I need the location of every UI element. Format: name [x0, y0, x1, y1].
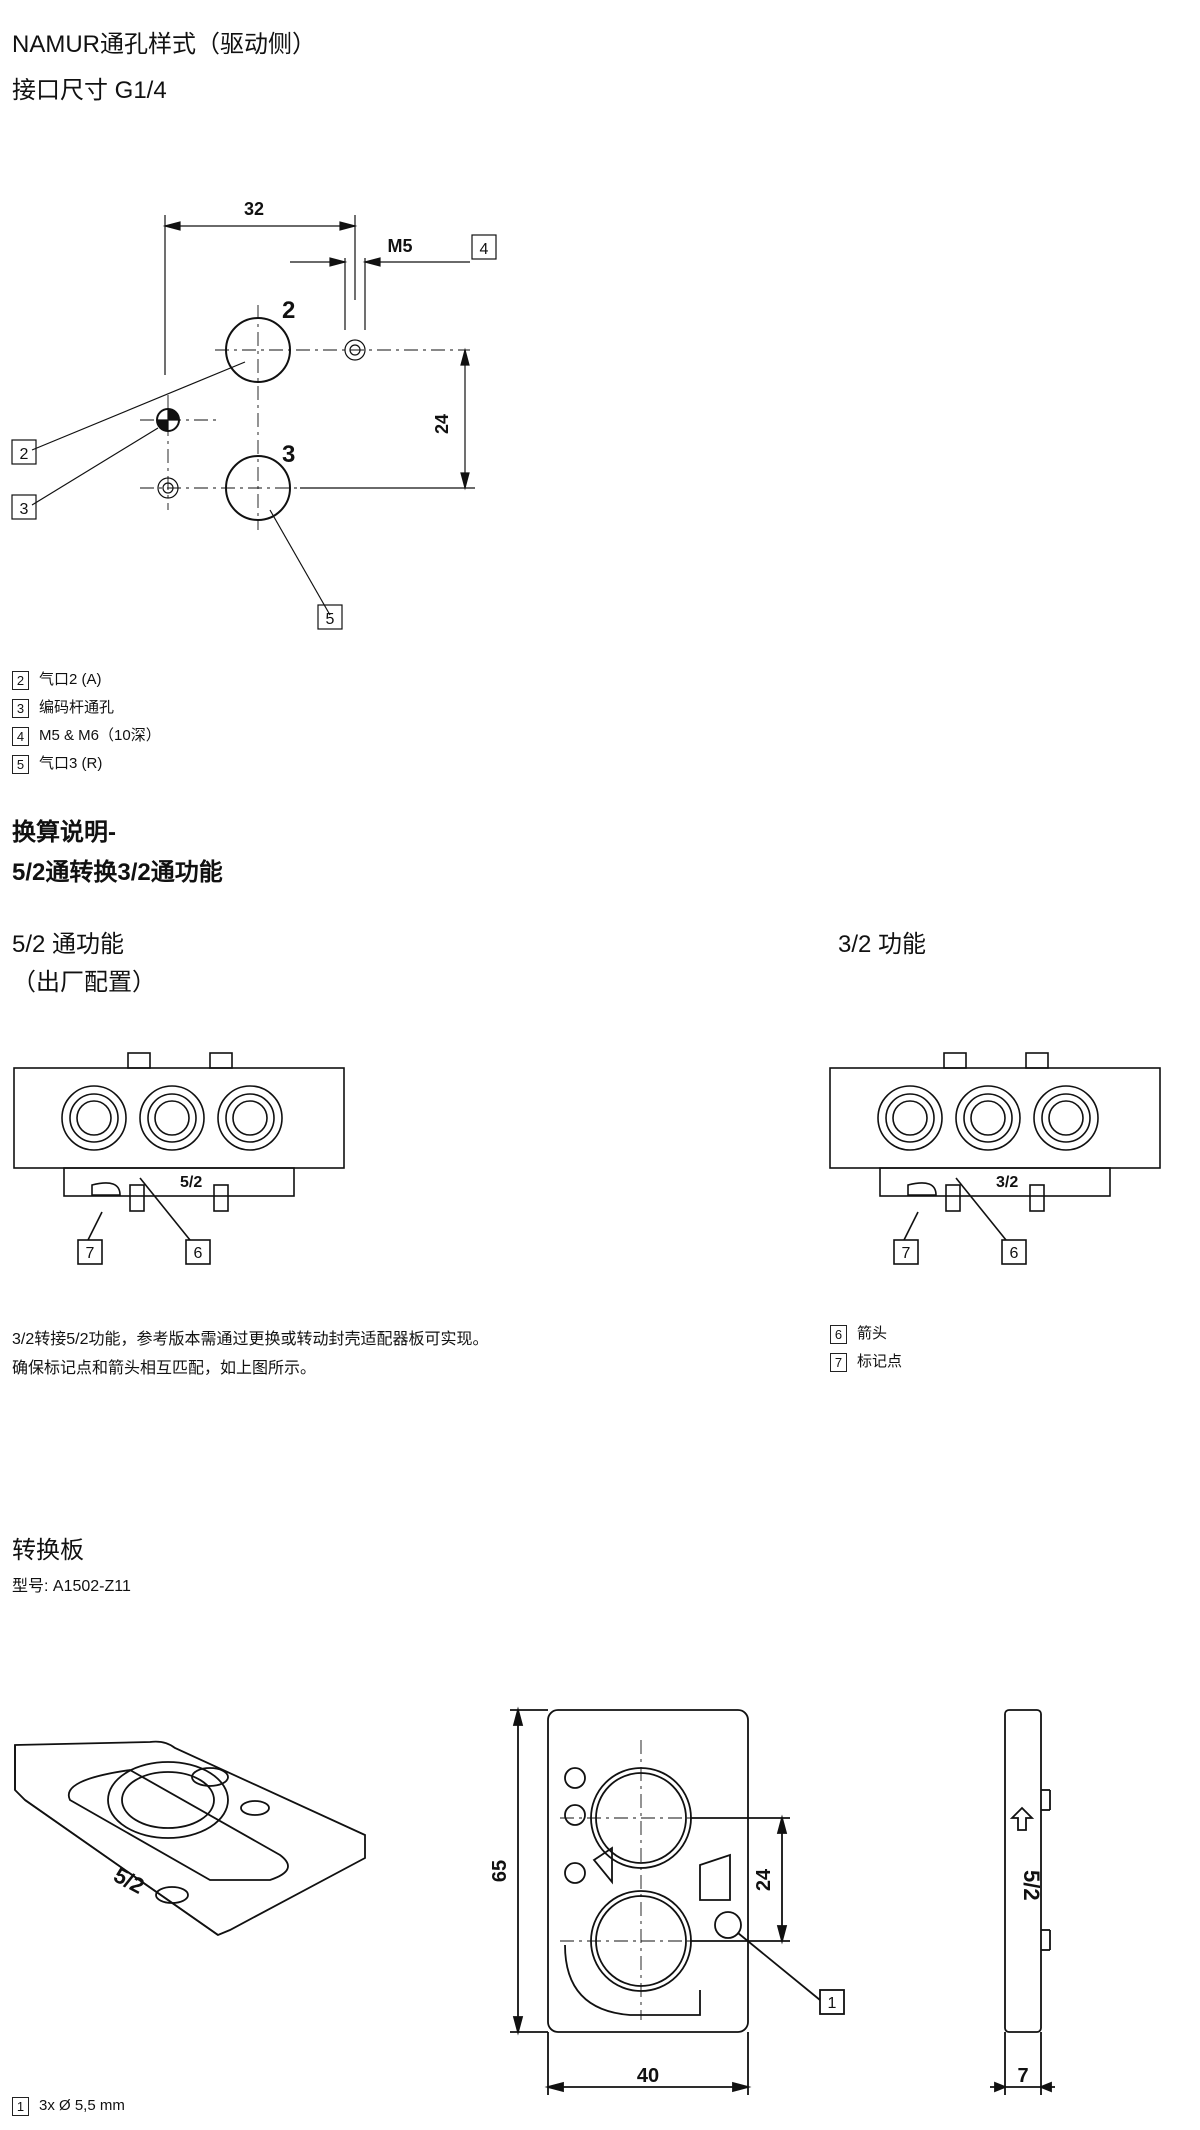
dim-24-adapter: 24	[753, 1868, 775, 1891]
callout-5: 5	[326, 611, 335, 628]
left-label-line2: （出厂配置）	[12, 969, 156, 996]
callout-4: 4	[480, 241, 489, 258]
left-marker: 5/2	[180, 1174, 202, 1191]
adapter-iso-drawing	[14, 1740, 366, 1937]
dim-65: 65	[489, 1860, 511, 1882]
conversion-title-line1: 换算说明-	[12, 819, 116, 846]
adapter-side-drawing	[990, 1709, 1055, 2095]
valve-right-drawing	[829, 1052, 1161, 1265]
callout-1: 1	[828, 1995, 837, 2012]
valve-left-drawing	[13, 1052, 345, 1265]
port-3-label: 3	[282, 441, 295, 468]
page-title-line2: 接口尺寸 G1/4	[12, 77, 167, 104]
adapter-title: 转换板	[12, 1537, 84, 1564]
conversion-note-line2: 确保标记点和箭头相互匹配，如上图所示。	[12, 1360, 317, 1377]
dim-m5: M5	[387, 236, 412, 256]
port-2-label: 2	[282, 297, 295, 324]
adapter-front-drawing	[510, 1706, 845, 2095]
dim-24: 24	[432, 414, 452, 434]
conversion-note-line1: 3/2转接5/2功能，参考版本需通过更换或转动封壳适配器板可实现。	[12, 1331, 489, 1348]
iso-marker: 5/2	[110, 1862, 149, 1898]
conversion-title-line2: 5/2通转换3/2通功能	[12, 859, 223, 886]
callout-3: 3	[20, 501, 29, 518]
right-marker: 3/2	[996, 1174, 1018, 1191]
callout-7-right: 7	[902, 1245, 911, 1262]
callout-2: 2	[20, 446, 29, 463]
dim-7: 7	[1017, 2065, 1028, 2087]
left-label-line1: 5/2 通功能	[12, 931, 125, 958]
callout-6-left: 6	[194, 1245, 203, 1262]
adapter-model: 型号: A1502-Z11	[12, 1578, 131, 1595]
side-marker: 5/2	[1019, 1870, 1044, 1901]
dim-40: 40	[637, 2065, 659, 2087]
right-label: 3/2 功能	[838, 931, 927, 958]
page-title-line1: NAMUR通孔样式（驱动侧）	[12, 31, 316, 58]
dim-32: 32	[244, 199, 264, 219]
callout-6-right: 6	[1010, 1245, 1019, 1262]
callout-7-left: 7	[86, 1245, 95, 1262]
